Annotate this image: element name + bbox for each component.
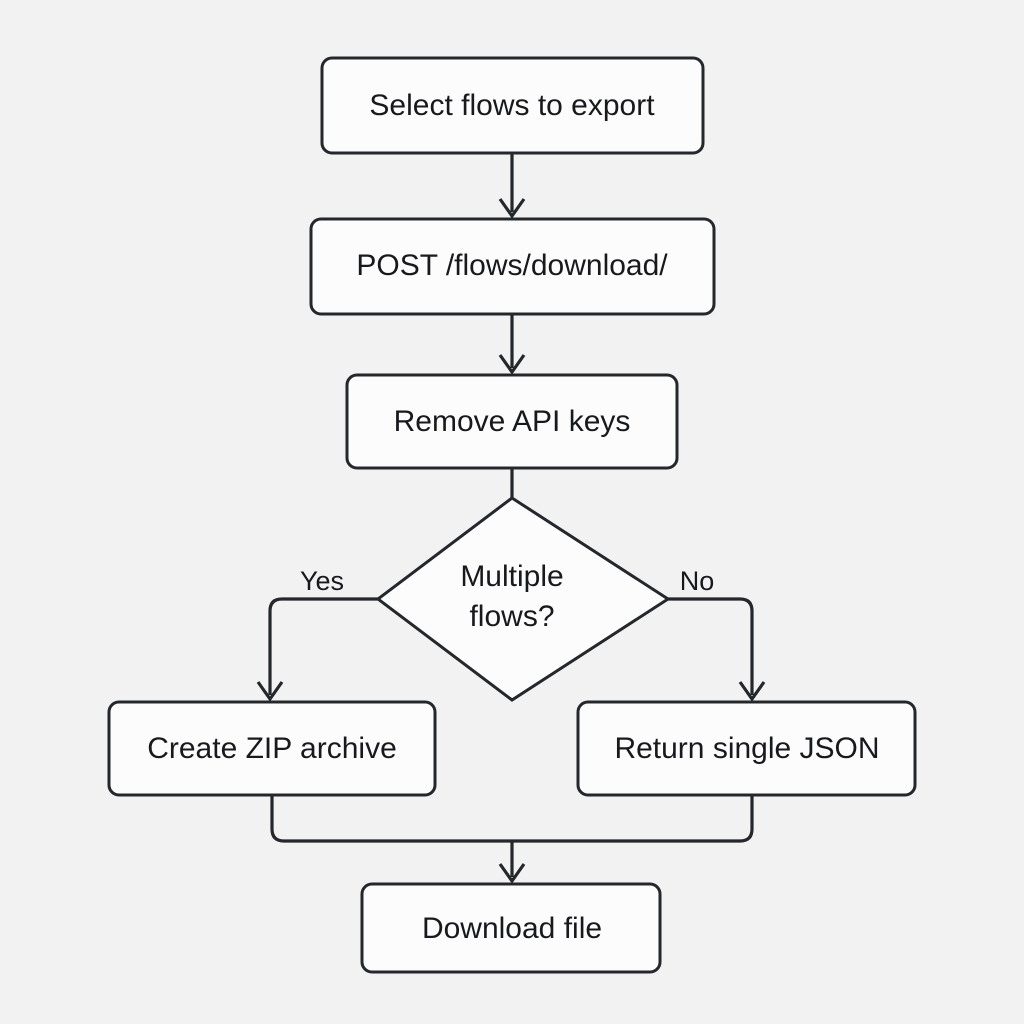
edge-post-to-remove <box>498 314 526 375</box>
node-return-single-json-label: Return single JSON <box>614 732 879 765</box>
node-download-file-shape <box>360 882 662 974</box>
edge-label-yes: Yes <box>300 566 344 596</box>
node-select-flows-label: Select flows to export <box>369 89 655 122</box>
edge-return-json-to-merge <box>512 795 754 843</box>
node-remove-api-keys-shape <box>345 373 679 470</box>
node-create-zip-archive[interactable]: Create ZIP archive <box>107 700 437 797</box>
node-multiple-flows-decision[interactable]: Multiple flows? <box>375 496 671 702</box>
node-post-endpoint-label: POST /flows/download/ <box>356 249 668 282</box>
edge-label-no: No <box>680 566 715 596</box>
node-return-single-json-shape <box>576 700 917 797</box>
node-remove-api-keys-label: Remove API keys <box>394 405 631 438</box>
node-download-file-label: Download file <box>422 912 602 945</box>
node-select-flows-shape <box>320 56 705 155</box>
edge-create-zip-to-merge <box>270 795 512 843</box>
node-create-zip-archive-shape <box>107 700 437 797</box>
node-post-endpoint-shape <box>309 217 716 316</box>
node-multiple-flows-decision-shape <box>375 496 671 702</box>
edge-no-to-return-json <box>668 597 766 702</box>
node-multiple-flows-label-line1: Multiple <box>460 560 563 593</box>
node-select-flows[interactable]: Select flows to export <box>320 56 705 155</box>
node-create-zip-archive-label: Create ZIP archive <box>147 732 397 765</box>
node-remove-api-keys[interactable]: Remove API keys <box>345 373 679 470</box>
node-return-single-json[interactable]: Return single JSON <box>576 700 917 797</box>
node-download-file[interactable]: Download file <box>360 882 662 974</box>
node-multiple-flows-label-line2: flows? <box>469 600 554 633</box>
node-post-endpoint[interactable]: POST /flows/download/ <box>309 217 716 316</box>
edge-yes-to-create-zip <box>256 597 378 702</box>
edge-merge-to-download <box>498 841 526 884</box>
edge-select-to-post <box>498 153 526 219</box>
